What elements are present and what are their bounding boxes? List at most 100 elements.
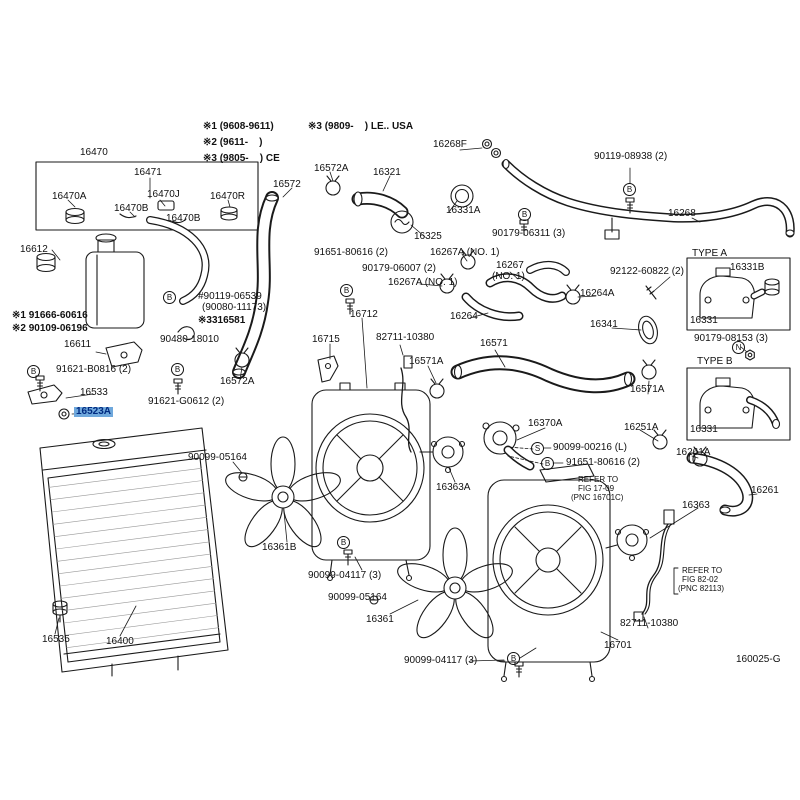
part-label-90119-06539: #90119-06539 — [198, 291, 262, 302]
part-label-3-9809-le-usa: ※3 (9809- ) LE.. USA — [308, 121, 414, 132]
part-label-16331b: 16331B — [730, 262, 765, 273]
fan-16361b — [225, 436, 341, 548]
part-label-16470a: 16470A — [52, 191, 87, 202]
stud-92122 — [645, 285, 657, 300]
part-label-90099-05164: 90099-05164 — [328, 592, 387, 603]
hose-16571 — [450, 355, 636, 394]
part-label-90099-04117-3: 90099-04117 (3) — [404, 655, 478, 666]
part-label-refer-to: REFER TO — [578, 475, 619, 484]
part-label-16471: 16471 — [134, 167, 162, 178]
clip-90480 — [177, 326, 195, 341]
part-label-16370a: 16370A — [528, 418, 563, 429]
part-label-16572a: 16572A — [220, 376, 255, 387]
part-label-16571a: 16571A — [630, 384, 665, 395]
part-label-pnc-16701c: (PNC 16701C) — [571, 493, 624, 502]
hose-16261 — [686, 452, 754, 517]
callout-b: B — [340, 284, 353, 297]
part-label-16251a: 16251A — [624, 422, 659, 433]
shroud-bracket-plate — [539, 463, 595, 483]
part-label-16533: 16533 — [80, 387, 108, 398]
part-label-90080-11173: (90080-11173) — [202, 302, 267, 313]
part-label-type-b: TYPE B — [697, 356, 733, 367]
bracket-16715 — [317, 355, 339, 383]
part-label-16267a-no-1: 16267A (NO. 1) — [388, 277, 458, 288]
gasket-16331a — [450, 184, 474, 208]
fan-shroud-16701 — [487, 479, 611, 683]
part-label-16572a: 16572A — [314, 163, 349, 174]
part-label-16331: 16331 — [690, 315, 718, 326]
water-outlet-16370a — [482, 421, 535, 471]
part-label-90179-08153-3: 90179-08153 (3) — [694, 333, 768, 344]
type-a-box — [686, 257, 791, 331]
part-label-2-9611: ※2 (9611- ) — [203, 137, 263, 148]
part-label-16321: 16321 — [373, 167, 401, 178]
part-label-16361b: 16361B — [262, 542, 297, 553]
fan-shroud-16712 — [311, 382, 431, 582]
part-label-16341: 16341 — [590, 319, 618, 330]
drawing-number: 160025-G — [736, 654, 781, 665]
callout-b: B — [27, 365, 40, 378]
part-label-16712: 16712 — [350, 309, 378, 320]
callout-b: B — [541, 457, 554, 470]
part-label-type-a: TYPE A — [692, 248, 728, 259]
bracket-16533 — [27, 384, 63, 405]
part-label-90099-04117-3: 90099-04117 (3) — [308, 570, 382, 581]
part-label-16267a-no-1: 16267A (NO. 1) — [430, 247, 500, 258]
callout-b: B — [163, 291, 176, 304]
harness-82711-left — [400, 355, 413, 453]
part-label-16261a: 16261A — [676, 447, 711, 458]
part-label-90480-18010: 90480-18010 — [160, 334, 219, 345]
part-label-90099-00216-l: 90099-00216 (L) — [553, 442, 627, 453]
water-inlet-16321 — [351, 191, 409, 219]
part-label-16470j: 16470J — [147, 189, 180, 200]
reserve-tank — [36, 233, 145, 329]
radiator — [39, 427, 229, 677]
part-label-16571: 16571 — [480, 338, 508, 349]
leader-lines — [51, 147, 758, 662]
part-label-16701: 16701 — [604, 640, 632, 651]
part-label-91621-b0816-2: 91621-B0816 (2) — [56, 364, 132, 375]
callout-s: S — [531, 442, 544, 455]
part-label-90179-06311-3: 90179-06311 (3) — [492, 228, 566, 239]
part-label-91651-80616-2: 91651-80616 (2) — [314, 247, 388, 258]
part-label-91621-g0612-2: 91621-G0612 (2) — [148, 396, 225, 407]
part-label-90119-08938-2: 90119-08938 (2) — [594, 151, 668, 162]
part-label-3-9805-ce: ※3 (9805- ) CE — [203, 153, 280, 164]
type-b-box — [686, 367, 791, 441]
part-label-16267: 16267 — [496, 260, 524, 271]
callout-b: B — [337, 536, 350, 549]
part-label-pnc-82113: (PNC 82113) — [678, 584, 725, 593]
part-label-fig-82-02: FIG 82-02 — [682, 575, 719, 584]
part-label-16268f: 16268F — [433, 139, 467, 150]
part-label-82711-10380: 82711-10380 — [620, 618, 679, 629]
callout-n: N — [732, 341, 745, 354]
gasket-16341 — [638, 315, 658, 345]
leader-lines-dashed — [507, 446, 544, 465]
part-label-16612: 16612 — [20, 244, 48, 255]
callout-b: B — [518, 208, 531, 221]
thermostat-16325 — [390, 210, 414, 234]
part-label-16572: 16572 — [273, 179, 301, 190]
part-label-90099-05164: 90099-05164 — [188, 452, 247, 463]
part-label-16331: 16331 — [690, 424, 718, 435]
part-label-16523a[interactable]: 16523A — [74, 406, 114, 417]
part-label-2-90109-06196: ※2 90109-06196 — [12, 323, 88, 334]
part-label-refer-to: REFER TO — [682, 566, 723, 575]
part-label-fig-17-09: FIG 17-09 — [578, 484, 615, 493]
fan-motor-16363 — [605, 524, 650, 562]
part-label-16611: 16611 — [64, 339, 92, 350]
fan-motor-16363a — [419, 436, 466, 474]
part-label-16363a: 16363A — [436, 482, 471, 493]
part-label-16470: 16470 — [80, 147, 108, 158]
part-label-16535: 16535 — [42, 634, 70, 645]
part-label-90179-06007-2: 90179-06007 (2) — [362, 263, 436, 274]
water-pipe-16268 — [501, 158, 795, 240]
grommets-16268f — [481, 138, 502, 159]
part-label-16264a: 16264A — [580, 288, 615, 299]
part-label-16470b: 16470B — [166, 213, 201, 224]
bypass-hoses — [461, 261, 570, 322]
part-label-1-91666-60616: ※1 91666-60616 — [12, 310, 88, 321]
part-label-16363: 16363 — [682, 500, 710, 511]
hose-16572 — [232, 191, 279, 379]
